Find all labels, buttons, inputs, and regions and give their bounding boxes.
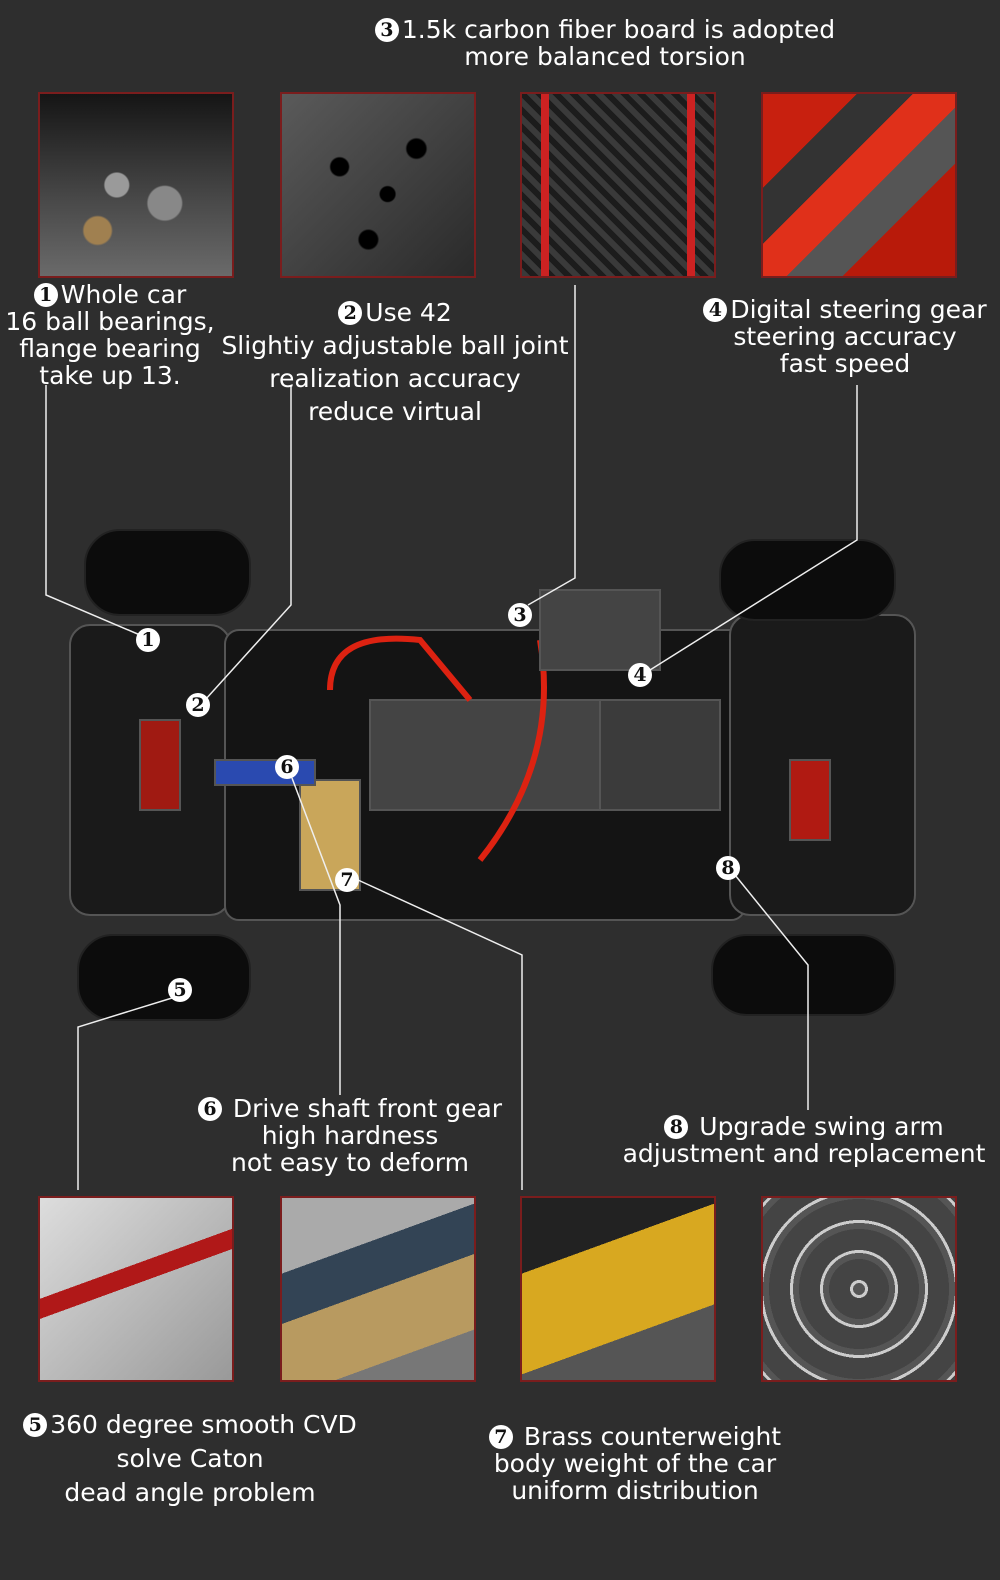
car-marker-1: 1 xyxy=(136,628,163,652)
photo-steering-gear xyxy=(761,92,957,278)
car-marker-2: 2 xyxy=(186,693,213,717)
car-marker-3: 3 xyxy=(508,603,535,627)
wheel-rear-right xyxy=(711,934,896,1016)
wheels xyxy=(77,529,896,1021)
car-marker-7: 7 xyxy=(335,868,362,892)
wheel-front-right xyxy=(719,539,896,621)
wheel-rear-left xyxy=(77,934,251,1021)
caption-6: 6 Drive shaft front gear high hardness n… xyxy=(190,1095,510,1176)
photo-carbon-board xyxy=(520,92,716,278)
photo-brass-weight xyxy=(520,1196,716,1382)
car-marker-5: 5 xyxy=(168,978,195,1002)
photo-cvd xyxy=(38,1196,234,1382)
leader-lines xyxy=(45,285,858,1190)
photo-swing-arms xyxy=(761,1196,957,1382)
photo-ball-bearings xyxy=(38,92,234,278)
car-marker-8: 8 xyxy=(716,856,743,880)
car-marker-4: 4 xyxy=(628,663,655,687)
photo-ball-joints xyxy=(280,92,476,278)
car-marker-6: 6 xyxy=(275,755,302,779)
caption-7: 7 Brass counterweight body weight of the… xyxy=(470,1423,800,1504)
wheel-front-left xyxy=(84,529,251,616)
chassis xyxy=(69,589,916,921)
photo-drive-shaft xyxy=(280,1196,476,1382)
caption-8: 8 Upgrade swing arm adjustment and repla… xyxy=(622,1112,986,1168)
